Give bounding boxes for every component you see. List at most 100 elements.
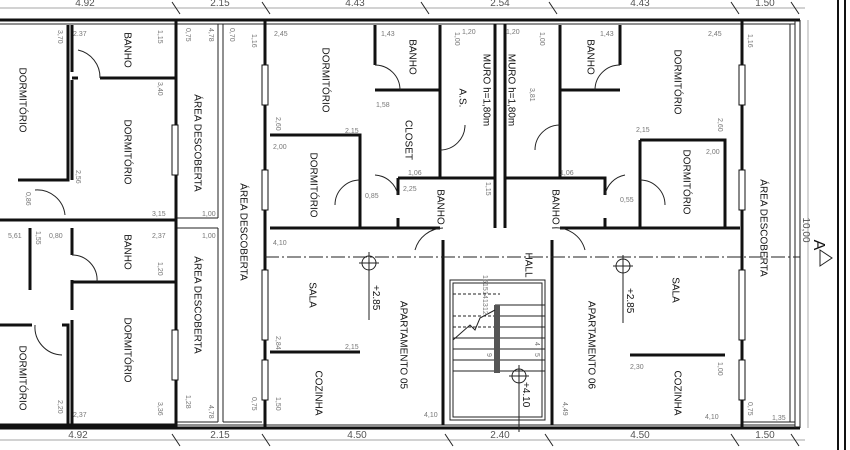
dim: 2,20	[56, 400, 63, 414]
dim: 2,30	[630, 364, 644, 371]
dim: 3,36	[156, 402, 163, 416]
dim: 1,00	[453, 32, 460, 46]
dim: 1,15	[484, 182, 491, 196]
level-marker-icon	[613, 255, 633, 323]
dim: 4,10	[705, 414, 719, 421]
dim: 1,00	[716, 362, 723, 376]
side-dimension: 10,00	[800, 217, 811, 242]
level-marker-icon	[509, 365, 529, 432]
top-dimensions: 4.92 2.15 4.43 2.54 4.43 1.50	[75, 0, 775, 9]
room-label: BANHO	[406, 39, 417, 75]
dim: 3,81	[528, 88, 535, 102]
room-label: DORMITÓRIO	[16, 68, 29, 133]
room-label: ÁREA DESCOBERTA	[191, 256, 204, 354]
dim-label: 1.50	[755, 430, 775, 441]
room-label: BANHO	[121, 32, 132, 68]
dim: 2,45	[708, 31, 722, 38]
dim: 2,00	[273, 144, 287, 151]
dim: 2,60	[716, 118, 723, 132]
dim: 4,78	[207, 28, 214, 42]
room-labels: DORMITÓRIO BANHO DORMITÓRIO ÁREA DESCOBE…	[16, 32, 770, 416]
dim: 4,49	[561, 402, 568, 416]
room-label: BANHO	[434, 189, 445, 225]
dim: 1,20	[506, 29, 520, 36]
dim: 2,15	[345, 344, 359, 351]
room-label: A.S.	[456, 89, 467, 108]
stair-number: 13	[481, 299, 488, 307]
dim: 0,55	[620, 197, 634, 204]
dim-label: 2.40	[490, 430, 510, 441]
dim: 3,15	[152, 211, 166, 218]
room-label: COZINHA	[312, 371, 323, 416]
dim: 2,15	[345, 128, 359, 135]
room-label: BANHO	[584, 39, 595, 75]
dim-label: 2.54	[490, 0, 510, 9]
dim: 2.37	[73, 31, 87, 38]
level-markers: +2.85 +2.85 +4.10	[359, 252, 635, 432]
dim: 1,16	[746, 34, 753, 48]
dim-label: 2.15	[210, 0, 230, 9]
dim: 4,78	[207, 405, 214, 419]
dim: 5,61	[8, 233, 22, 240]
dim: 1,15	[156, 30, 163, 44]
room-label: APARTAMENTO 06	[585, 301, 596, 390]
room-label: ÁREA DESCOBERTA	[237, 183, 250, 281]
central-building-walls	[261, 20, 746, 430]
dimension-lines	[0, 1, 809, 447]
dim: 2,15	[636, 127, 650, 134]
room-label: DORMITÓRIO	[319, 48, 332, 113]
room-label: ÁREA DESCOBERTA	[757, 179, 770, 277]
room-label: MURO h=1,80m	[480, 54, 491, 127]
stair-number: 16	[481, 275, 488, 283]
dim-label: 4.43	[630, 0, 650, 9]
dim: 1,50	[274, 397, 281, 411]
small-dimensions: 3,70 2.37 1,15 0,75 4,78 0,70 1,16 2,45 …	[8, 28, 786, 422]
stair-number: 15	[481, 283, 488, 291]
dim: 0,75	[746, 402, 753, 416]
dim: 1,06	[408, 170, 422, 177]
level-stair: +4.10	[520, 382, 531, 408]
dim: 2,37	[152, 233, 166, 240]
stair-number: 4	[533, 342, 540, 346]
level-ap05: +2.85	[370, 285, 381, 311]
room-label: SALA	[669, 277, 680, 303]
dim: 1,28	[184, 395, 191, 409]
stair-number: 12	[481, 307, 488, 315]
stair-number: 5	[533, 353, 540, 357]
left-building-walls	[0, 20, 179, 427]
room-label: HALL	[522, 252, 533, 277]
room-label: MURO h=1,80m	[505, 54, 516, 127]
dim: 2,25	[403, 186, 417, 193]
dim: 1,00	[202, 211, 216, 218]
dim: 2,60	[274, 117, 281, 131]
dim: 0,86	[24, 192, 31, 206]
dim: 1,55	[34, 231, 41, 245]
dim-label: 4.92	[75, 0, 95, 9]
level-ap06: +2.85	[624, 288, 635, 314]
dim: 2,45	[274, 31, 288, 38]
dim: 0,75	[250, 397, 257, 411]
room-label: DORMITÓRIO	[671, 50, 684, 115]
room-label: DORMITÓRIO	[16, 346, 29, 411]
section-marker: A	[810, 240, 833, 267]
dim: 1,20	[462, 29, 476, 36]
dim: 2,56	[74, 170, 81, 184]
room-label: APARTAMENTO 05	[397, 301, 408, 390]
bottom-dimensions: 4.92 2.15 4.50 2.40 4.50 1.50	[68, 430, 775, 441]
dim: 0,80	[49, 233, 63, 240]
dim: 1,06	[560, 170, 574, 177]
dim: 1,20	[156, 262, 163, 276]
dim-label: 4.43	[345, 0, 365, 9]
dim: 4,10	[424, 412, 438, 419]
dim: 3,70	[56, 30, 63, 44]
dim-label: 4.50	[347, 430, 367, 441]
room-label: BANHO	[549, 189, 560, 225]
dim: 4,10	[273, 240, 287, 247]
dim-label: 4.50	[630, 430, 650, 441]
staircase: 16 15 14 13 12 4 5 9	[449, 275, 546, 421]
room-label: CLOSET	[402, 120, 413, 160]
dim: 1,00	[538, 32, 545, 46]
dim-label: 4.92	[68, 430, 88, 441]
dim: 2,84	[274, 336, 281, 350]
room-label: ÁREA DESCOBERTA	[191, 94, 204, 192]
